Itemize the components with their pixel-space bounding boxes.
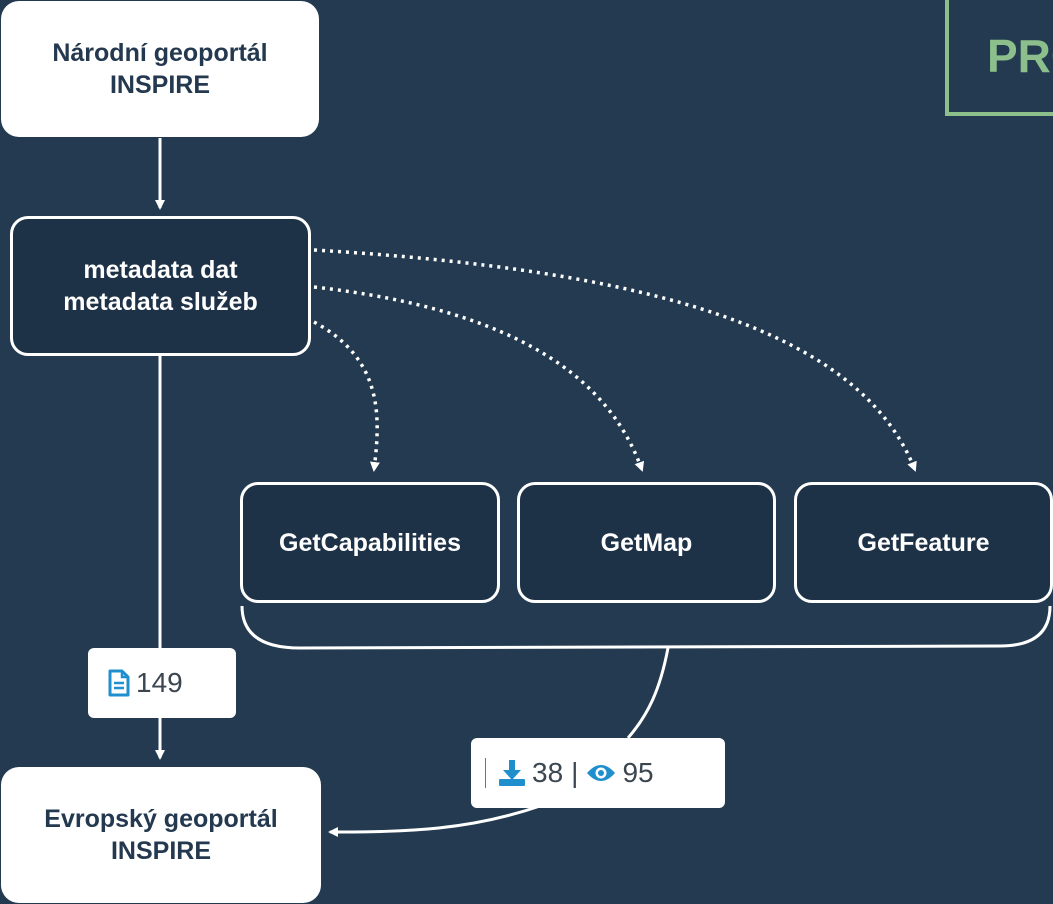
badge-separator: | xyxy=(571,757,579,788)
national-geoportal-line1: Národní geoportál xyxy=(52,39,268,67)
dotted-arrow-to-getcapabilities xyxy=(313,320,380,472)
getfeature-label: GetFeature xyxy=(857,528,990,557)
metadata-line2: metadata služeb xyxy=(63,288,258,316)
pro-label: PRO xyxy=(987,29,1053,82)
getmap-label: GetMap xyxy=(600,528,693,557)
arrow-services-to-european xyxy=(328,804,541,837)
national-geoportal-node: Národní geoportál INSPIRE xyxy=(1,1,319,137)
document-icon xyxy=(108,669,130,697)
view-count-value: 95 xyxy=(622,757,654,788)
pro-label-box: PRO xyxy=(945,0,1053,116)
dotted-arrow-to-getfeature xyxy=(313,248,917,472)
badge-left-divider xyxy=(485,758,486,788)
metadata-node: metadata dat metadata služeb xyxy=(10,216,311,356)
getcapabilities-label: GetCapabilities xyxy=(279,528,461,557)
download-icon xyxy=(498,759,526,787)
european-geoportal-line1: Evropský geoportál xyxy=(44,805,278,833)
line-brace-to-services-badge xyxy=(626,647,670,739)
getcapabilities-node: GetCapabilities xyxy=(240,482,500,603)
national-geoportal-line2: INSPIRE xyxy=(109,71,211,99)
download-count-value: 38 xyxy=(532,757,564,788)
european-geoportal-node: Evropský geoportál INSPIRE xyxy=(1,767,321,903)
dotted-arrow-to-getmap xyxy=(313,285,645,472)
metadata-count-badge: 149 xyxy=(88,648,236,718)
eye-icon xyxy=(586,762,616,784)
services-badge: 38 | 95 xyxy=(471,738,725,808)
services-brace xyxy=(240,605,1052,650)
getmap-node: GetMap xyxy=(517,482,776,603)
metadata-line1: metadata dat xyxy=(83,256,238,284)
metadata-count-value: 149 xyxy=(136,667,183,698)
european-geoportal-line2: INSPIRE xyxy=(110,837,212,865)
getfeature-node: GetFeature xyxy=(794,482,1053,603)
